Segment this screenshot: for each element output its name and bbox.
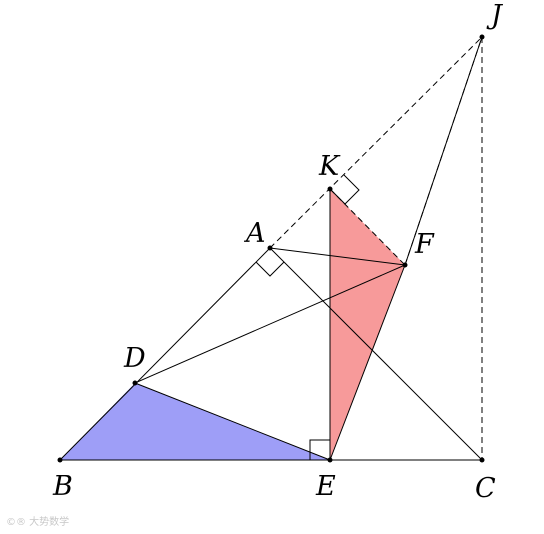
watermark: ©® 大势数学 xyxy=(6,515,69,528)
label-C: C xyxy=(475,473,496,504)
point-K xyxy=(327,186,333,192)
point-D xyxy=(132,380,138,386)
segment-BA xyxy=(59,247,271,461)
point-F xyxy=(402,262,408,268)
right-angle-E xyxy=(309,439,330,460)
point-C xyxy=(479,457,485,463)
label-B: B xyxy=(52,471,73,502)
point-A xyxy=(267,245,273,251)
label-J: J xyxy=(486,0,504,31)
segment-AC xyxy=(269,247,483,461)
triangle-BDE-fill xyxy=(60,383,330,460)
label-F: F xyxy=(414,229,435,260)
point-B xyxy=(57,457,63,463)
triangle-KEF-fill xyxy=(330,189,405,460)
segment-AF xyxy=(269,247,406,266)
dashed-F-J xyxy=(404,36,483,266)
right-angle-markers xyxy=(255,174,360,460)
label-E: E xyxy=(315,471,336,502)
right-angle-A xyxy=(255,261,285,277)
dashed-lines xyxy=(269,36,483,460)
label-K: K xyxy=(318,151,341,182)
segment-EF xyxy=(329,264,406,461)
points xyxy=(57,34,485,463)
segment-DE xyxy=(134,382,331,461)
point-E xyxy=(327,457,333,463)
segment-DF xyxy=(134,264,406,384)
label-A: A xyxy=(243,218,266,249)
dashed-A-J xyxy=(269,36,483,249)
label-D: D xyxy=(123,343,146,374)
dashed-K-F xyxy=(329,188,406,266)
right-angle-K xyxy=(329,174,360,205)
point-J xyxy=(479,34,485,40)
